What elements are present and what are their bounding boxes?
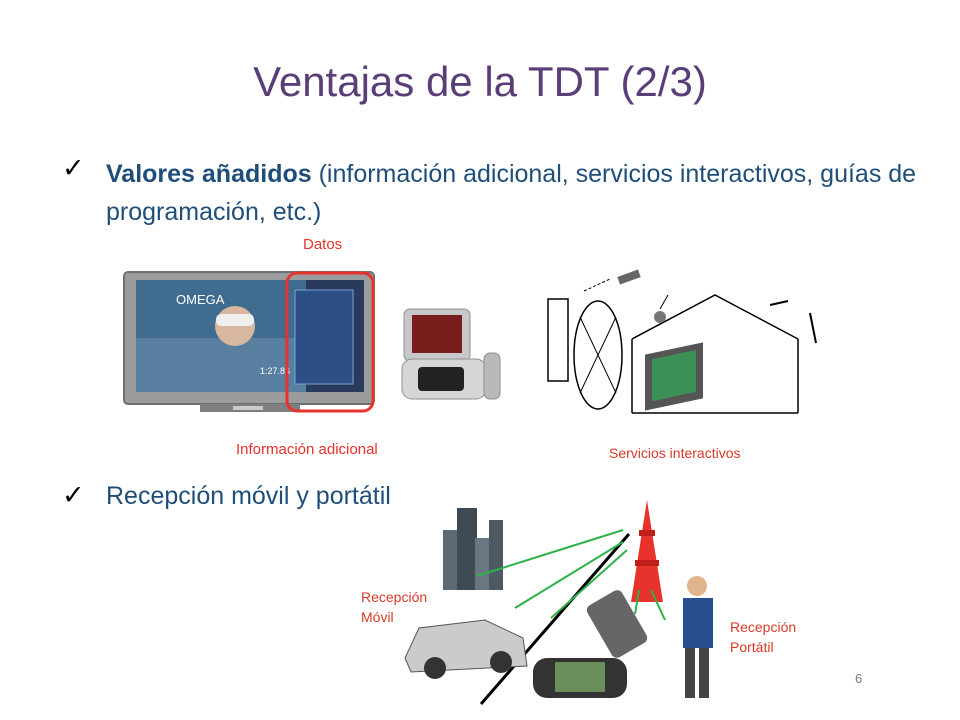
tv-brand: OMEGA	[176, 292, 225, 307]
bullet-valores-bold: Valores añadidos	[106, 160, 312, 188]
bullet-valores-rest: (información adicional, servicios intera…	[106, 160, 917, 226]
mobile-reception-diagram	[404, 500, 713, 705]
label-datos: Datos	[303, 236, 343, 253]
slide-title: Ventajas de la TDT (2/3)	[253, 58, 707, 105]
label-recepcion-movil-line1: Recepción	[361, 589, 428, 605]
label-recepcion-portatil-line1: Recepción	[730, 619, 797, 635]
label-servicios-interactivos: Servicios interactivos	[609, 445, 741, 461]
tv-score: 1:27.86	[260, 366, 290, 376]
bullet-recepcion: Recepción móvil y portátil	[106, 482, 391, 510]
label-recepcion-portatil: Recepción Portátil	[730, 617, 796, 657]
mobile-phone-image	[401, 308, 501, 400]
tv-image: OMEGA 1:27.86	[123, 271, 375, 412]
checkmark-icon: ✓	[62, 153, 85, 183]
bullet-valores: Valores añadidos (información adicional,…	[106, 155, 946, 231]
label-recepcion-movil-line2: Móvil	[361, 609, 394, 625]
page-number: 6	[855, 671, 863, 686]
interactive-services-diagram	[547, 269, 817, 414]
data-highlight-box	[285, 271, 375, 413]
label-informacion-adicional: Información adicional	[236, 441, 378, 458]
checkmark-icon: ✓	[62, 480, 85, 510]
label-recepcion-movil: Recepción Móvil	[361, 587, 427, 627]
label-recepcion-portatil-line2: Portátil	[730, 639, 774, 655]
